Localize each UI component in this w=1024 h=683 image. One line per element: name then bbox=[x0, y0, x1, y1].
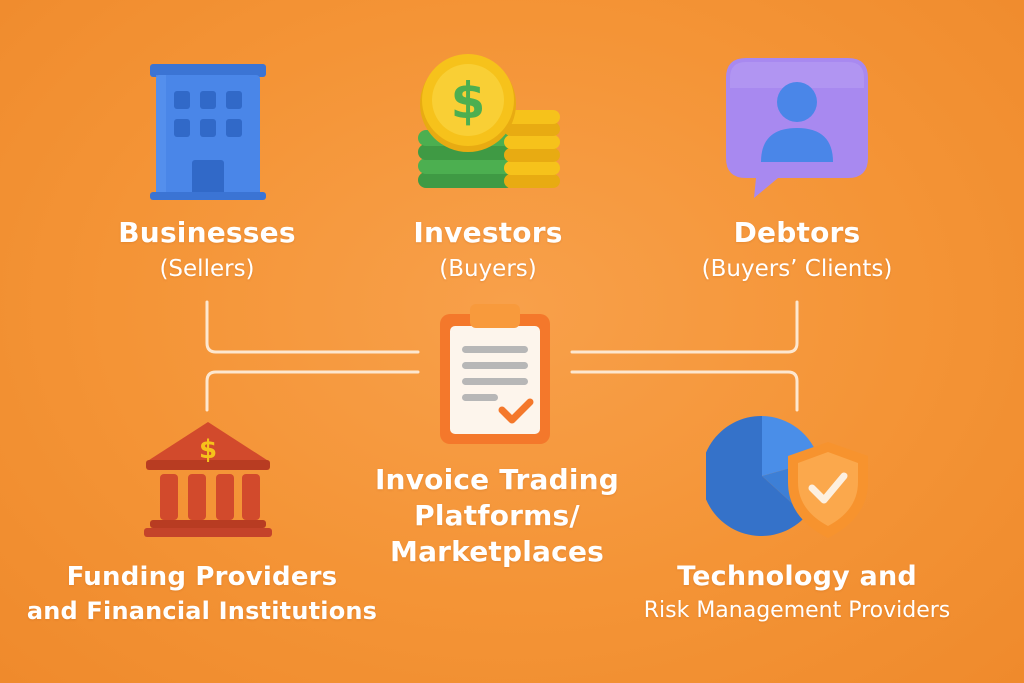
platform-title-line1: Invoice Trading bbox=[374, 463, 620, 496]
svg-text:$: $ bbox=[451, 72, 486, 130]
office-building-icon bbox=[150, 64, 266, 200]
platform-title-line2: Platforms/ bbox=[414, 499, 580, 532]
businesses-subtitle: (Sellers) bbox=[159, 256, 255, 282]
funding-title-line2: and Financial Institutions bbox=[26, 597, 378, 625]
debtors-label: Debtors (Buyers’ Clients) bbox=[657, 216, 937, 283]
connector-debtors-platform bbox=[570, 300, 799, 354]
businesses-label: Businesses (Sellers) bbox=[87, 216, 327, 283]
connector-businesses-platform bbox=[205, 300, 420, 354]
debtors-subtitle: (Buyers’ Clients) bbox=[701, 256, 893, 282]
debtors-title: Debtors bbox=[733, 216, 861, 249]
investors-subtitle: (Buyers) bbox=[439, 256, 537, 282]
funding-label: Funding Providers and Financial Institut… bbox=[22, 560, 382, 628]
dollar-coins-icon: $ bbox=[418, 54, 560, 188]
bank-building-icon: $ bbox=[144, 422, 272, 537]
technology-label: Technology and Risk Management Providers bbox=[602, 560, 992, 628]
technology-title-line2: Risk Management Providers bbox=[643, 598, 951, 623]
platform-title-line3: Marketplaces bbox=[390, 535, 604, 568]
businesses-title: Businesses bbox=[118, 216, 296, 249]
connector-funding-platform bbox=[205, 370, 420, 412]
investors-label: Investors (Buyers) bbox=[368, 216, 608, 283]
funding-title-line1: Funding Providers bbox=[66, 562, 338, 592]
investors-title: Investors bbox=[413, 216, 563, 249]
platform-label: Invoice Trading Platforms/ Marketplaces bbox=[352, 462, 642, 570]
technology-title-line1: Technology and bbox=[677, 561, 917, 592]
connector-technology-platform bbox=[570, 370, 799, 412]
pie-chart-shield-icon bbox=[706, 415, 868, 538]
svg-text:$: $ bbox=[199, 435, 217, 465]
invoice-clipboard-icon bbox=[440, 304, 550, 444]
user-chat-bubble-icon bbox=[726, 58, 868, 198]
